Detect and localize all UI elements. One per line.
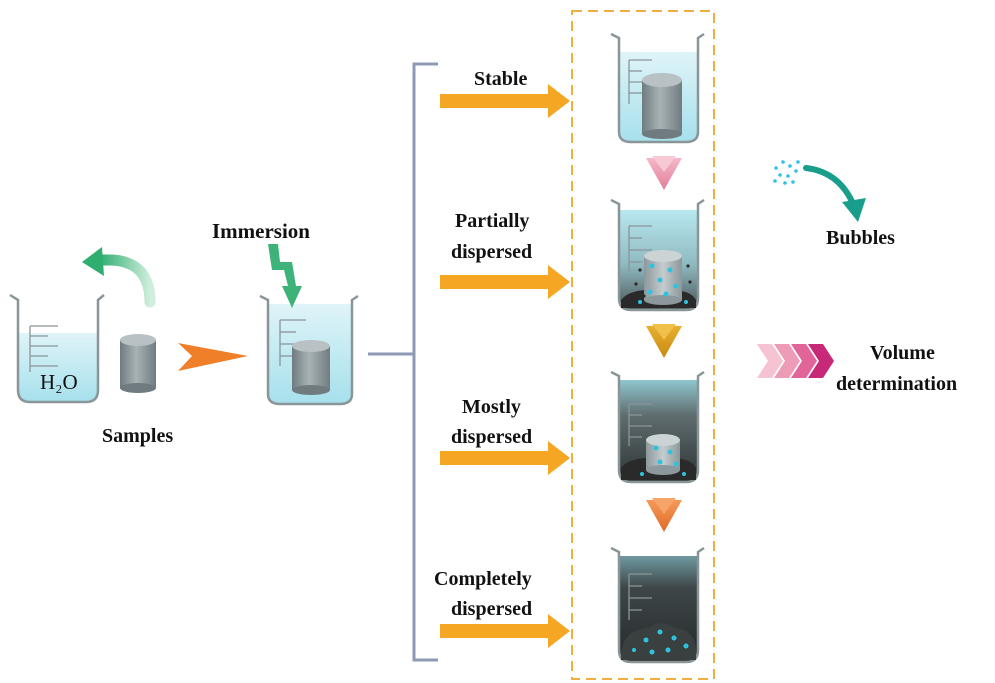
- volume-chevrons-icon: [757, 344, 834, 378]
- down-arrow-icon: [646, 158, 682, 190]
- stage-label-2: dispersed: [451, 426, 532, 448]
- result-box: [571, 10, 715, 680]
- stage-label: Stable: [474, 68, 527, 90]
- down-arrow-icon: [646, 500, 682, 532]
- stage-partially-dispersed: Partially dispersed: [440, 210, 570, 299]
- bubbles-label: Bubbles: [826, 227, 895, 249]
- stage-label: Completely: [434, 568, 532, 590]
- beaker-mostly-dispersed: [610, 370, 705, 484]
- samples-label: Samples: [102, 425, 173, 447]
- down-arrow-icon: [652, 156, 676, 172]
- bubbles-icon: [773, 160, 800, 185]
- down-arrow-icon: [652, 498, 676, 514]
- beaker-stable: [610, 32, 705, 144]
- sample-cylinder: [120, 334, 156, 393]
- chevron-arrow-icon: [178, 343, 248, 371]
- bubbles-arrow-icon: [803, 165, 866, 222]
- stage-label-2: dispersed: [451, 241, 532, 263]
- immersion-label: Immersion: [212, 219, 310, 243]
- immersion-beaker: [259, 294, 359, 406]
- water-beaker: H₂O: [9, 293, 105, 404]
- immersion-arrow-icon: [268, 244, 302, 308]
- stage-arrow-icon: [440, 614, 570, 648]
- beaker-completely-dispersed: [610, 546, 705, 664]
- stage-arrow-icon: [440, 265, 570, 299]
- volume-label-line2: determination: [836, 373, 957, 395]
- down-arrow-icon: [652, 324, 676, 340]
- stage-arrow-icon: [440, 84, 570, 118]
- stage-mostly-dispersed: Mostly dispersed: [440, 396, 570, 475]
- stage-arrow-icon: [440, 441, 570, 475]
- stage-completely-dispersed: Completely dispersed: [434, 568, 570, 648]
- volume-label-line1: Volume: [870, 342, 935, 364]
- branch-bracket: [368, 62, 438, 662]
- stage-label: Mostly: [462, 396, 521, 418]
- h2o-label: H₂O: [40, 370, 78, 394]
- down-arrow-icon: [646, 326, 682, 358]
- stage-label-2: dispersed: [451, 598, 532, 620]
- stage-stable: Stable: [440, 68, 570, 118]
- stage-label: Partially: [455, 210, 529, 232]
- pour-arrow-icon: [82, 247, 156, 308]
- beaker-partially-dispersed: [610, 198, 705, 312]
